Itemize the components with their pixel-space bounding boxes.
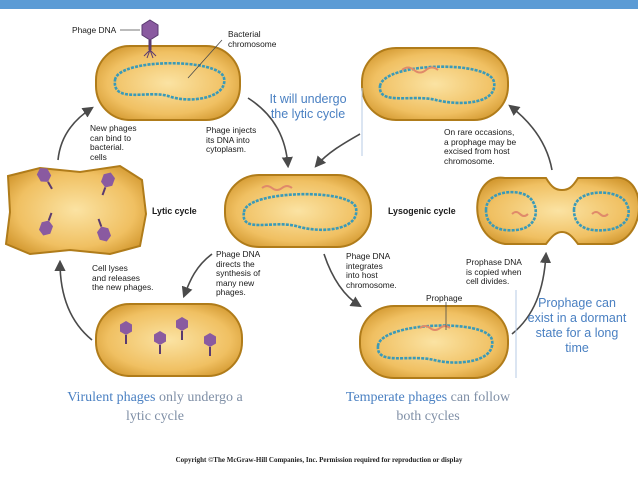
cycle-arrow [314,133,361,168]
bacterium-cell-bottom [95,303,243,377]
phage-icon [176,317,188,340]
temperate-rest: can follow both cycles [396,390,511,424]
phage-icon [36,168,53,190]
cycle-arrow [247,97,293,169]
phage-injects-label: Phage injects its DNA into cytoplasm. [206,125,257,154]
phage-icon [100,172,116,196]
phage-dna-label: Phage DNA [72,25,117,35]
bacterium-cell-top-right [361,47,509,121]
bacterium-cell-prophage [359,305,509,379]
bacterial-chromosome-label: Bacterial chromosome [228,29,277,49]
cycle-arrow [323,253,362,308]
lytic-cycle-label: Lytic cycle [152,206,197,216]
lytic-callout: It will undergo the lytic cycle [269,92,347,121]
phage-icon [96,218,112,242]
new-phages-bind-label: New phages can bind to bacterial. cells [90,123,137,162]
virulent-rest: only undergo a lytic cycle [126,390,243,424]
phage-icon [141,19,159,59]
phage-dna-integrates-label: Phage DNA integrates into host chromosom… [346,251,397,290]
leader-line [187,39,223,79]
cycle-arrow [508,104,553,171]
bacterium-cell-top [95,45,241,121]
phage-icon [38,212,54,236]
cycle-arrow [511,251,552,335]
cycle-arrow [57,106,94,161]
cell-lyses-label: Cell lyses and releases the new phages. [92,263,154,292]
copyright-notice: Copyright ©The McGraw-Hill Companies, In… [175,456,463,464]
bacterium-cell-dividing [476,176,638,245]
prophage-label: Prophage [426,293,463,303]
rare-occasions-label: On rare occasions, a prophage may be exc… [444,127,517,166]
lysogenic-cycle-label: Lysogenic cycle [388,206,456,216]
phage-dna-directs-label: Phage DNA directs the synthesis of many … [216,249,261,297]
temperate-highlight: Temperate phages [345,390,448,405]
bacterium-cell-center [224,174,372,248]
phage-icon [120,321,132,344]
virulent-caption: Virulent phages only undergo a lytic cyc… [50,388,260,426]
virulent-highlight: Virulent phages [67,390,156,405]
prophage-callout: Prophage can exist in a dormant state fo… [527,296,627,355]
cycle-arrow [54,259,93,341]
prophase-copied-label: Prophase DNA is copied when cell divides… [466,257,522,286]
phage-icon [204,333,216,356]
bacterium-cell-lysing [4,164,148,256]
temperate-caption: Temperate phages can follow both cycles [322,388,534,426]
cycle-arrow [181,253,213,299]
header-bar [0,0,638,9]
phage-icon [154,331,166,354]
